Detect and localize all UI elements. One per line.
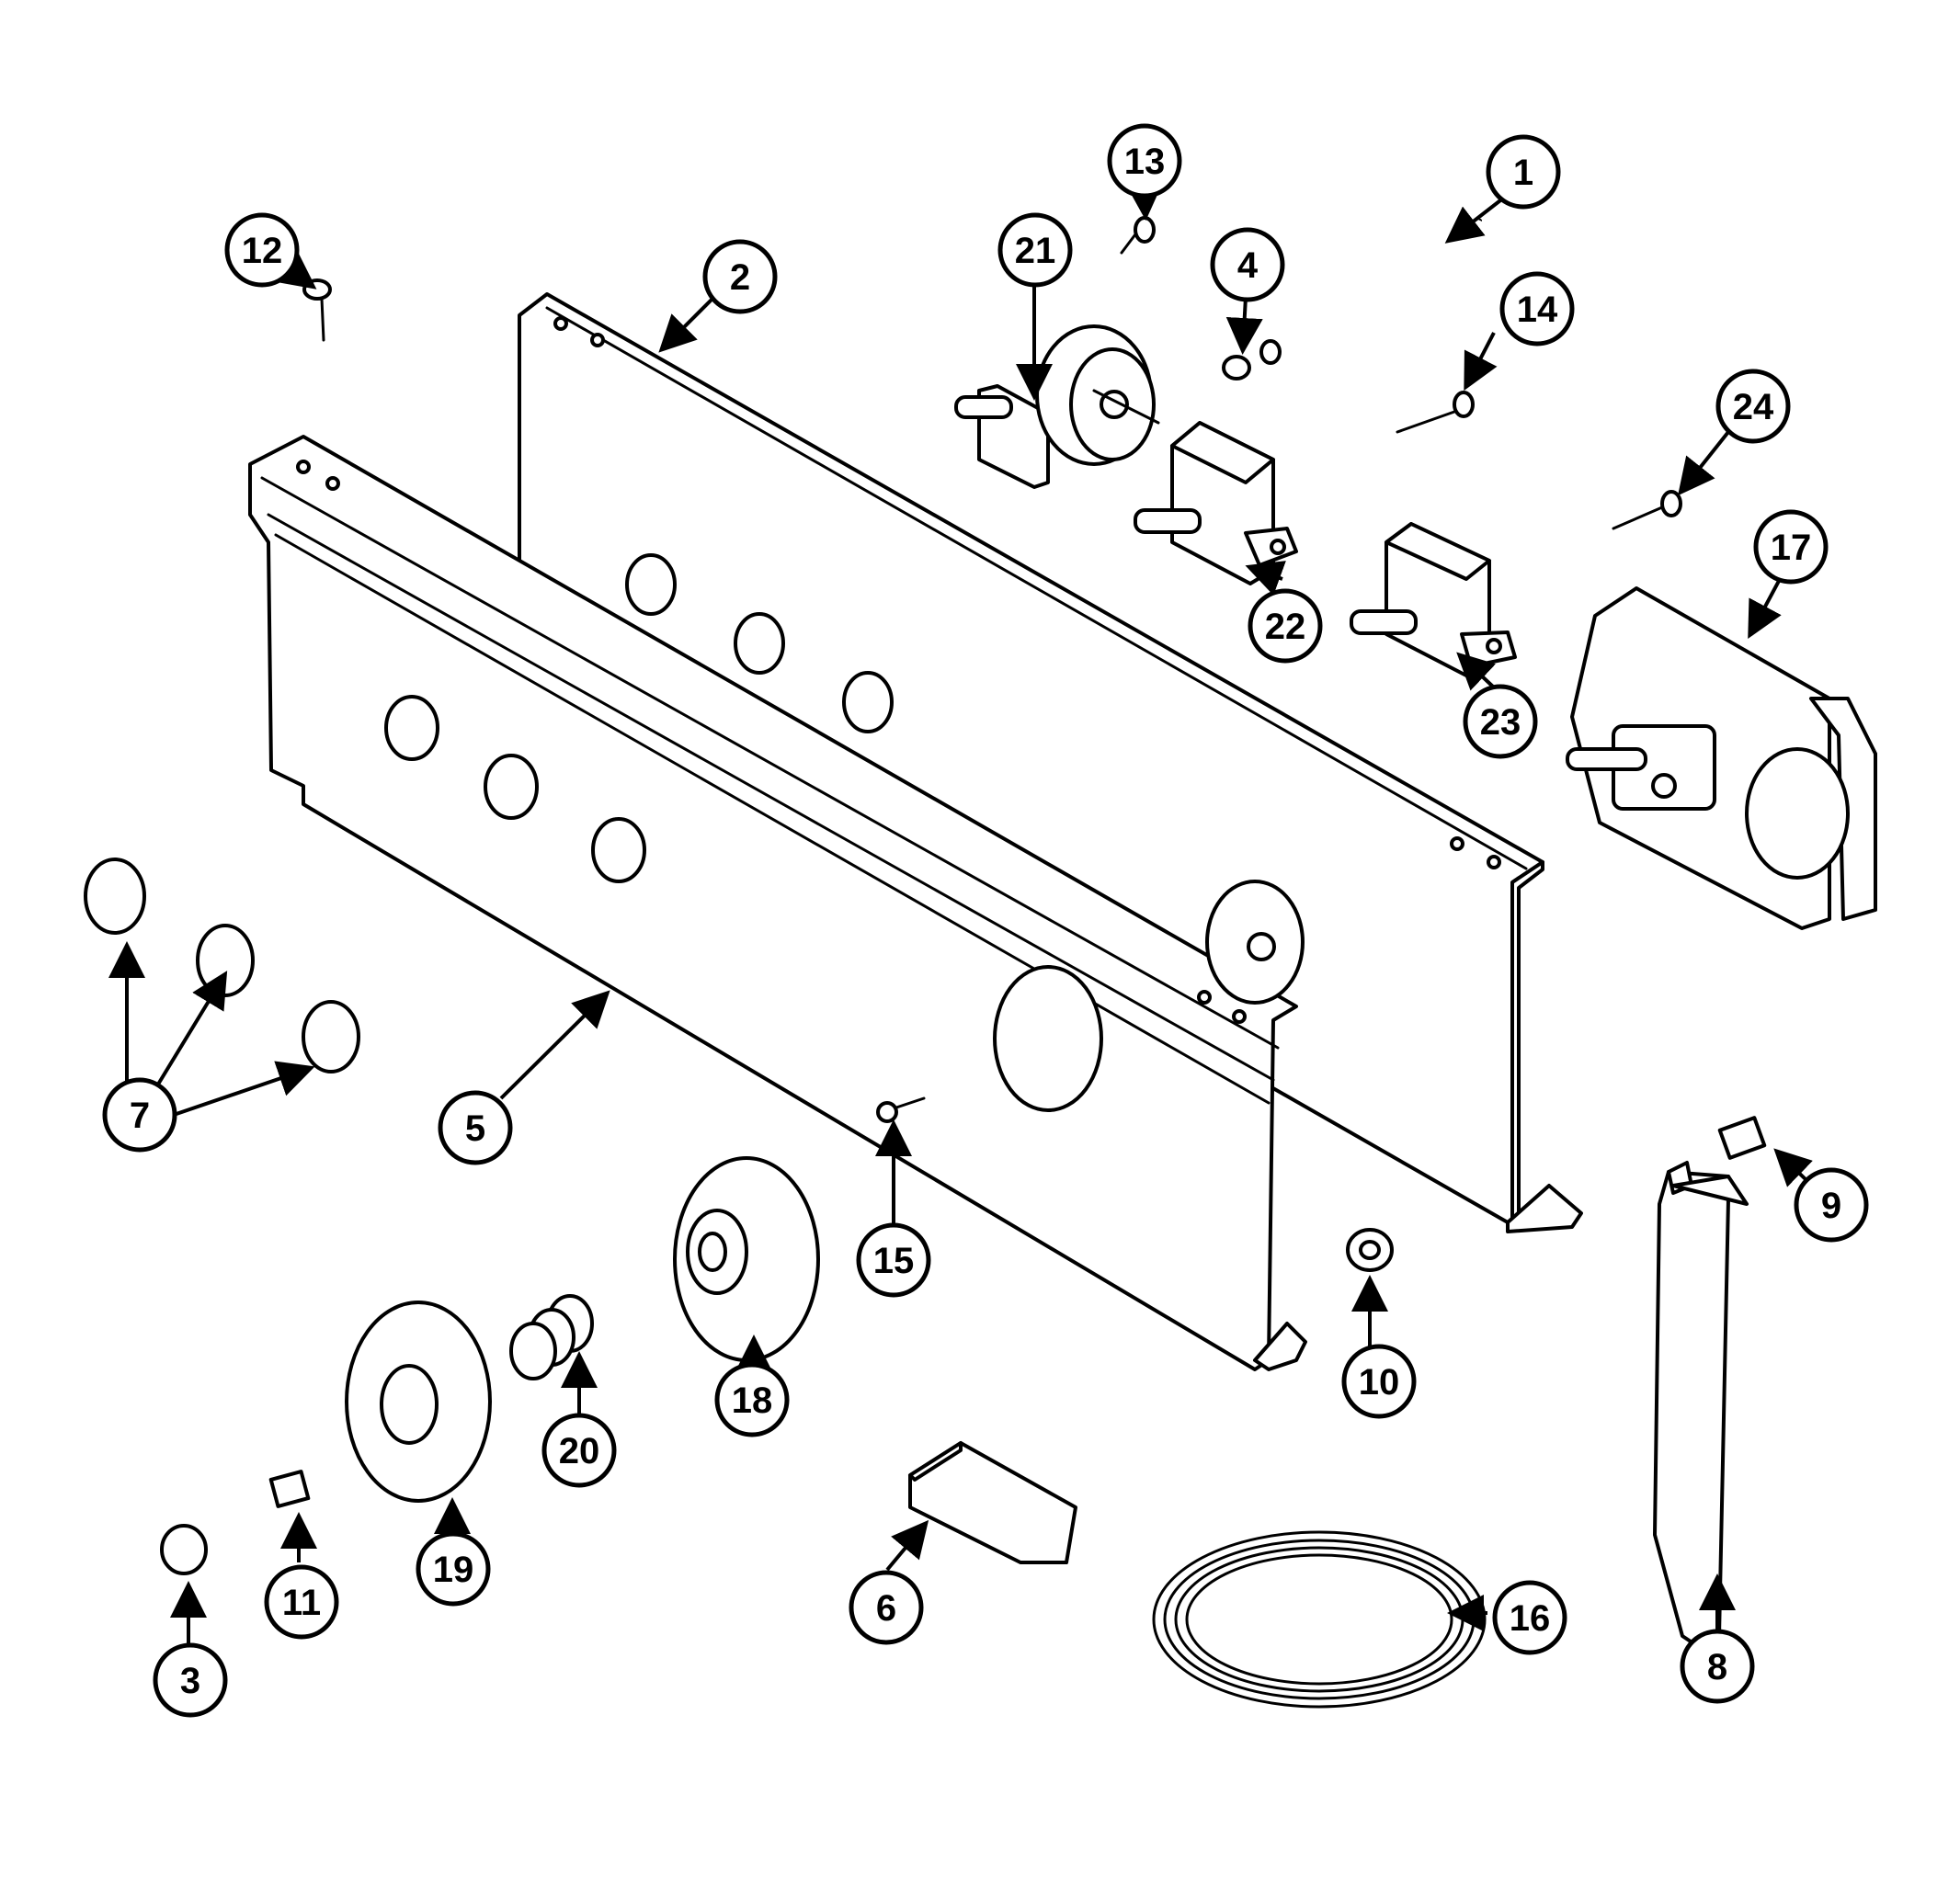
callout-24: 24: [1715, 369, 1791, 444]
switch-part-23: [1350, 522, 1517, 677]
clamp-part: [1222, 355, 1251, 381]
knob-skirt-part: [345, 1301, 492, 1503]
callout-22: 22: [1248, 588, 1323, 664]
svg-text:22: 22: [1265, 607, 1306, 647]
svg-text:23: 23: [1480, 702, 1521, 743]
rear-panel: [518, 292, 1583, 1233]
callout-12: 12: [224, 212, 300, 288]
screw-part-24: [1612, 490, 1682, 530]
callout-2: 2: [702, 239, 778, 314]
svg-text:4: 4: [1237, 245, 1259, 286]
callout-4: 4: [1210, 227, 1285, 302]
dial-part: [673, 1156, 820, 1362]
callout-19: 19: [416, 1531, 491, 1607]
svg-text:18: 18: [732, 1380, 773, 1421]
svg-text:11: 11: [282, 1583, 321, 1623]
front-panel: [248, 435, 1307, 1371]
svg-text:13: 13: [1124, 142, 1166, 182]
svg-text:8: 8: [1707, 1647, 1727, 1687]
wire-harness-part: [1152, 1530, 1487, 1709]
leader-lines: [108, 183, 1813, 1647]
callout-18: 18: [714, 1362, 790, 1437]
callout-9: 9: [1794, 1167, 1869, 1243]
callout-3: 3: [153, 1642, 228, 1718]
callout-13: 13: [1107, 123, 1182, 199]
callout-6: 6: [849, 1570, 924, 1645]
svg-text:17: 17: [1771, 528, 1812, 568]
svg-text:14: 14: [1517, 290, 1558, 330]
svg-text:10: 10: [1359, 1362, 1400, 1403]
svg-text:19: 19: [433, 1550, 474, 1590]
switch-part-22: [1134, 421, 1298, 585]
callout-21: 21: [997, 212, 1073, 288]
timer-part: [1566, 586, 1877, 930]
svg-text:24: 24: [1733, 387, 1774, 427]
callout-10: 10: [1341, 1344, 1417, 1419]
svg-text:2: 2: [730, 257, 750, 298]
knob-parts-7: [84, 858, 360, 1073]
svg-text:9: 9: [1821, 1186, 1841, 1226]
clip-part-11: [268, 1470, 311, 1508]
screw-part-13: [1120, 216, 1156, 255]
svg-text:6: 6: [876, 1588, 896, 1629]
block-part: [908, 1441, 1077, 1564]
svg-text:3: 3: [180, 1661, 200, 1701]
cap-part: [160, 1524, 208, 1575]
callout-14: 14: [1499, 271, 1575, 346]
hose-part: [1259, 216, 1488, 365]
screw-part-14: [1396, 391, 1475, 434]
callout-8: 8: [1680, 1629, 1755, 1704]
callout-7: 7: [102, 1077, 177, 1153]
callout-17: 17: [1753, 509, 1829, 585]
svg-text:21: 21: [1015, 231, 1056, 271]
bracket-part: [1653, 1161, 1749, 1656]
clip-part-9: [1717, 1116, 1767, 1160]
svg-text:20: 20: [559, 1431, 600, 1471]
screw-part-12: [302, 278, 332, 342]
svg-text:15: 15: [873, 1241, 915, 1281]
callout-11: 11: [264, 1564, 339, 1640]
callout-1: 1: [1486, 134, 1561, 210]
switch-part-21: [954, 324, 1160, 489]
svg-text:1: 1: [1513, 153, 1533, 193]
svg-text:7: 7: [130, 1096, 150, 1136]
svg-text:16: 16: [1510, 1598, 1551, 1639]
svg-text:5: 5: [465, 1108, 485, 1149]
callout-16: 16: [1492, 1580, 1567, 1655]
callout-15: 15: [856, 1222, 931, 1298]
callout-23: 23: [1463, 684, 1538, 759]
callout-20: 20: [541, 1413, 617, 1488]
callout-5: 5: [438, 1090, 513, 1165]
svg-text:12: 12: [242, 231, 283, 271]
grommet-part: [1346, 1228, 1394, 1272]
